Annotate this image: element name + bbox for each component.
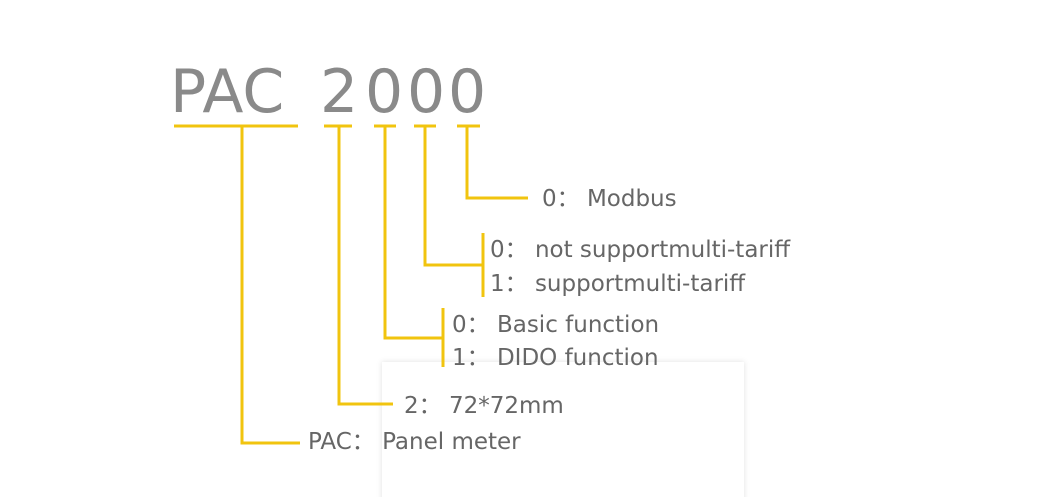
background-card bbox=[382, 362, 744, 497]
model-digit-1: 2 bbox=[320, 57, 358, 127]
model-prefix: PAC bbox=[170, 57, 284, 127]
desc-size: 2： 72*72mm bbox=[404, 393, 564, 419]
model-digit-2: 0 bbox=[365, 57, 403, 127]
desc-function-1: 1： DIDO function bbox=[452, 345, 659, 371]
desc-type: PAC： Panel meter bbox=[308, 429, 521, 455]
connector-comm bbox=[465, 126, 528, 200]
connector-size bbox=[337, 126, 393, 406]
desc-tariff-0: 0： not supportmulti-tariff bbox=[490, 237, 791, 263]
connector-function bbox=[383, 126, 443, 340]
desc-comm: 0： Modbus bbox=[542, 186, 677, 212]
desc-tariff-1: 1： supportmulti-tariff bbox=[490, 271, 746, 297]
desc-function-0: 0： Basic function bbox=[452, 312, 659, 338]
model-digit-3: 0 bbox=[407, 57, 445, 127]
model-digit-4: 0 bbox=[448, 57, 486, 127]
connector-type bbox=[240, 126, 300, 445]
connector-tariff bbox=[423, 126, 483, 267]
